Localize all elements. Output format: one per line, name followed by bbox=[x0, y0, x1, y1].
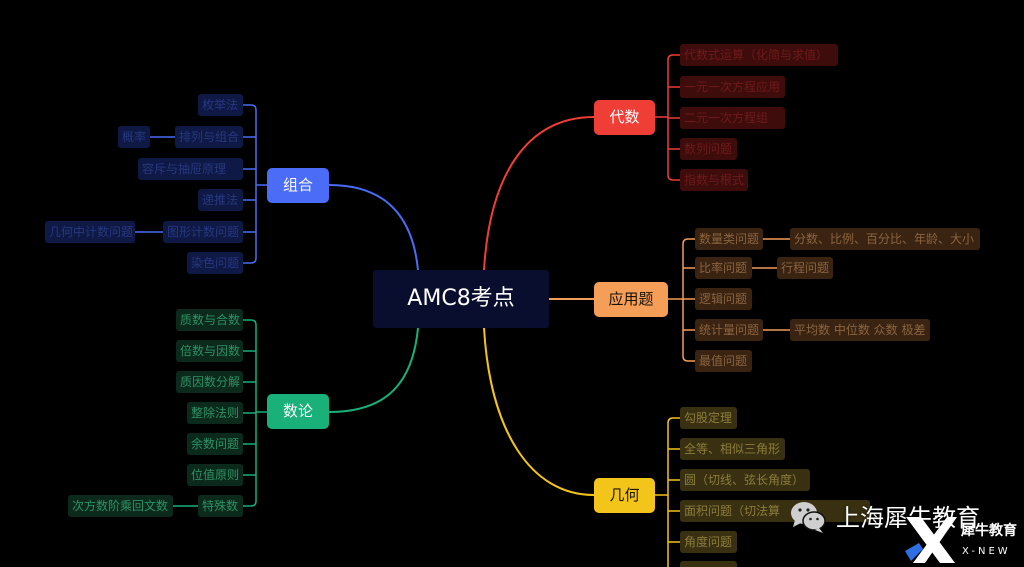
wechat-icon bbox=[791, 502, 826, 533]
bracket-word-problems bbox=[668, 238, 790, 362]
algebra-leaf: 数列问题 bbox=[680, 138, 737, 160]
logo-brand-english: X-NEW bbox=[962, 546, 1011, 557]
geometry-leaf: 勾股定理 bbox=[680, 407, 737, 429]
geometry-leaf: 圆（切线、弦长角度） bbox=[680, 469, 810, 491]
combinatorics-subleaf: 几何中计数问题 bbox=[45, 221, 135, 243]
branch-combinatorics: 组合 bbox=[267, 168, 329, 203]
word-problem-subleaf: 行程问题 bbox=[777, 257, 833, 279]
logo-brand-name: 犀牛教育 bbox=[961, 523, 1017, 539]
connector-center-algebra bbox=[483, 116, 595, 271]
number-theory-leaf: 余数问题 bbox=[187, 433, 243, 455]
word-problem-leaf: 统计量问题 bbox=[695, 319, 763, 341]
combinatorics-leaf: 枚举法 bbox=[198, 94, 243, 116]
geometry-leaf: 角度问题 bbox=[680, 531, 737, 553]
bracket-number-theory bbox=[173, 319, 267, 507]
number-theory-leaf: 倍数与因数 bbox=[176, 340, 243, 362]
combinatorics-leaf: 递推法 bbox=[198, 189, 243, 211]
central-topic: AMC8考点 bbox=[373, 270, 549, 328]
word-problem-leaf: 数量类问题 bbox=[695, 228, 763, 250]
number-theory-leaf: 位值原则 bbox=[187, 464, 243, 486]
connector-center-combinatorics bbox=[328, 184, 419, 271]
bracket-algebra bbox=[655, 54, 680, 181]
combinatorics-leaf: 图形计数问题 bbox=[163, 221, 243, 243]
x-new-logo-icon bbox=[905, 517, 957, 563]
algebra-leaf: 代数式运算（化简与求值） bbox=[680, 44, 838, 66]
algebra-leaf: 指数与根式 bbox=[680, 169, 748, 191]
word-problem-subleaf: 平均数 中位数 众数 极差 bbox=[790, 319, 930, 341]
word-problem-subleaf: 分数、比例、百分比、年龄、大小 bbox=[790, 228, 980, 250]
algebra-leaf: 二元一次方程组 bbox=[680, 107, 785, 129]
connector-center-number-theory bbox=[328, 327, 419, 413]
geometry-leaf-clipped bbox=[680, 561, 737, 567]
geometry-leaf: 全等、相似三角形 bbox=[680, 438, 785, 460]
combinatorics-subleaf: 概率 bbox=[118, 126, 150, 148]
connector-center-geometry bbox=[483, 327, 595, 496]
number-theory-leaf: 整除法则 bbox=[187, 402, 243, 424]
branch-geometry: 几何 bbox=[594, 478, 655, 513]
combinatorics-leaf: 排列与组合 bbox=[175, 126, 243, 148]
word-problem-leaf: 最值问题 bbox=[695, 350, 752, 372]
algebra-leaf: 一元一次方程应用 bbox=[680, 76, 785, 98]
combinatorics-leaf: 染色问题 bbox=[187, 252, 243, 274]
word-problem-leaf: 逻辑问题 bbox=[695, 288, 752, 310]
combinatorics-leaf: 容斥与抽屉原理 bbox=[138, 158, 243, 180]
bracket-geometry bbox=[655, 417, 680, 567]
number-theory-leaf: 质因数分解 bbox=[176, 371, 243, 393]
bracket-combinatorics bbox=[135, 104, 267, 264]
branch-word-problems: 应用题 bbox=[594, 282, 668, 317]
word-problem-leaf: 比率问题 bbox=[695, 257, 752, 279]
number-theory-subleaf: 次方数阶乘回文数 bbox=[68, 495, 173, 517]
number-theory-leaf: 质数与合数 bbox=[176, 309, 243, 331]
number-theory-leaf: 特殊数 bbox=[198, 495, 243, 517]
branch-number-theory: 数论 bbox=[267, 394, 329, 429]
branch-algebra: 代数 bbox=[594, 100, 655, 135]
